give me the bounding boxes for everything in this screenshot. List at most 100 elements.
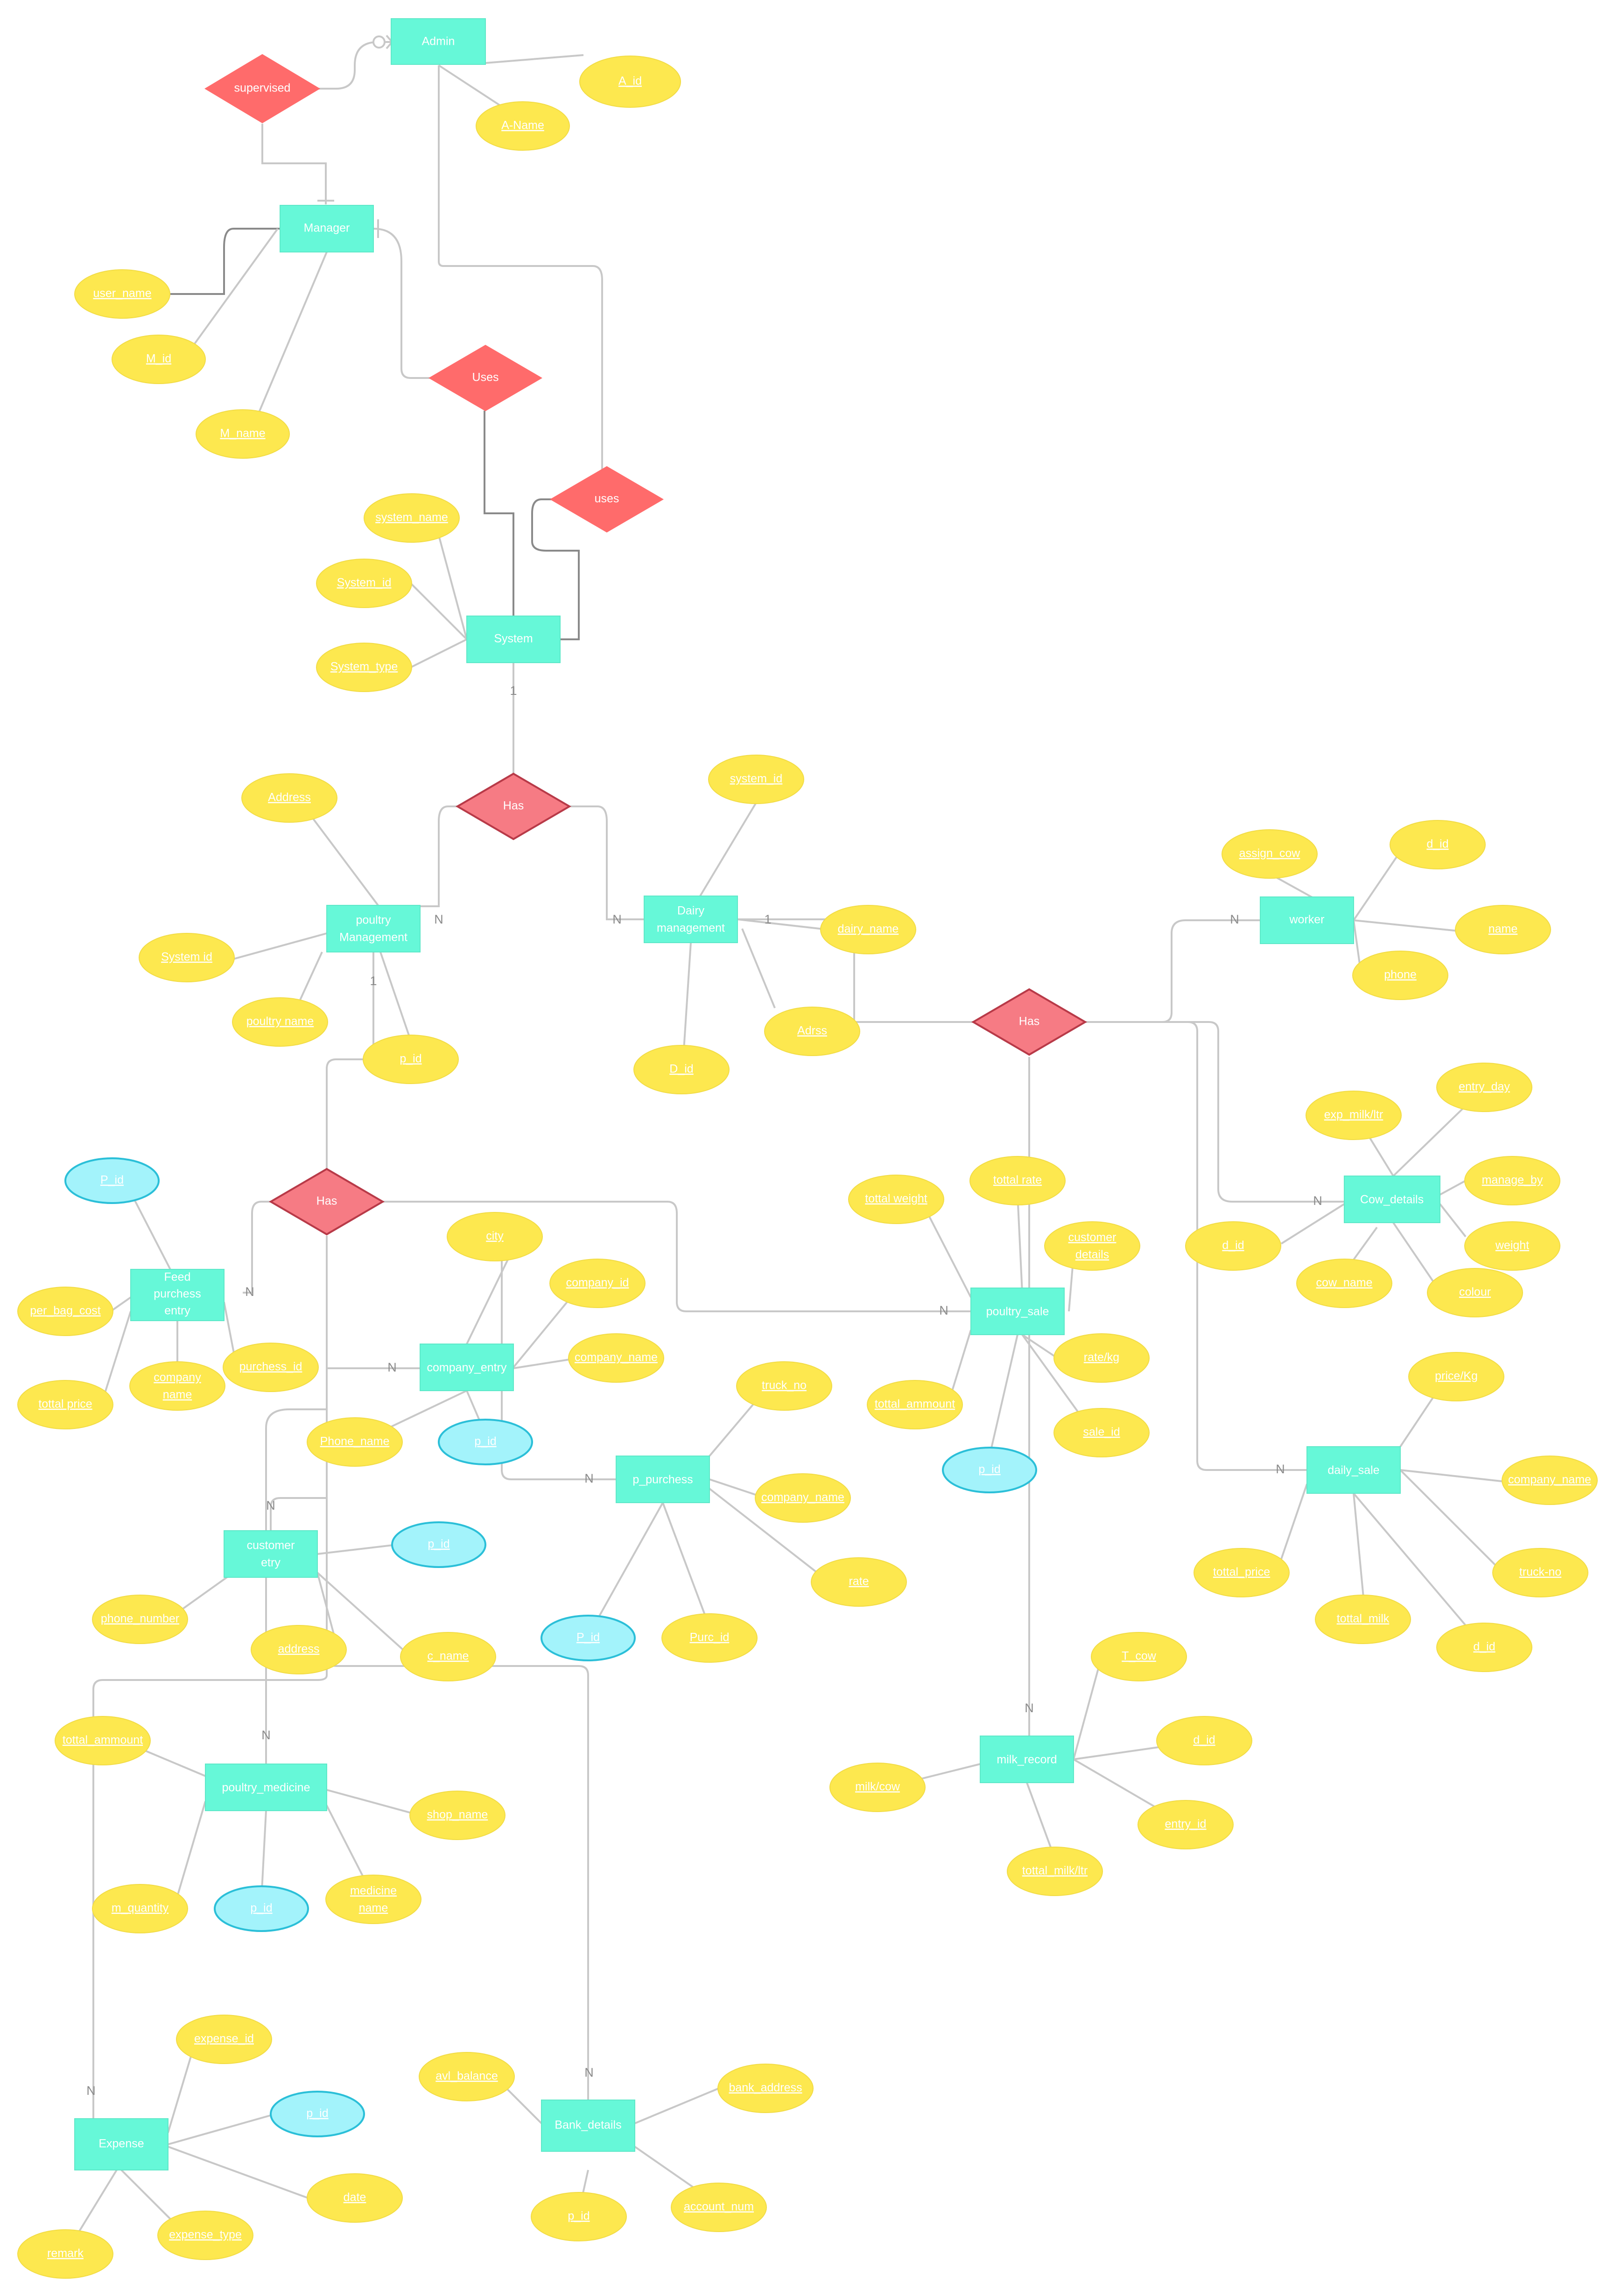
attr-company-name-purchase[interactable]: company_name [755, 1473, 851, 1523]
attr-d-id-daily[interactable]: d_id [1436, 1623, 1532, 1672]
entity-company-entry[interactable]: company_entry [420, 1344, 514, 1391]
attr-date[interactable]: date [307, 2173, 403, 2223]
relationship-has-dairy[interactable]: Has [971, 988, 1087, 1056]
attr-rate-purchase[interactable]: rate [811, 1557, 907, 1607]
attr-tottal-price-daily[interactable]: tottal_price [1194, 1548, 1290, 1597]
attr-p-id-company[interactable]: p_id [438, 1419, 533, 1465]
attr-bank-address[interactable]: bank_address [717, 2064, 814, 2113]
attr-exp-milk[interactable]: exp_milk/ltr [1306, 1091, 1402, 1140]
attr-tottal-weight[interactable]: tottal weight [848, 1175, 944, 1224]
attr-purchase-id[interactable]: purchess_id [223, 1343, 319, 1392]
attr-tottal-milk[interactable]: tottal_milk [1315, 1595, 1411, 1644]
attr-p-id-sale[interactable]: p_id [942, 1447, 1037, 1493]
attr-address-poultry[interactable]: Address [241, 773, 337, 823]
attr-p-id-purchase[interactable]: P_id [541, 1615, 636, 1661]
attr-d-id-cow[interactable]: d_id [1185, 1221, 1281, 1271]
attr-expense-id[interactable]: expense_id [176, 2015, 272, 2064]
attr-m-quantity[interactable]: m_quantity [92, 1884, 188, 1933]
attr-p-id-customer[interactable]: p_id [391, 1521, 486, 1568]
attr-system-type[interactable]: System_type [316, 643, 412, 692]
attr-d-id-worker[interactable]: d_id [1390, 820, 1486, 869]
relationship-has-system[interactable]: Has [456, 772, 571, 840]
attr-colour[interactable]: colour [1427, 1268, 1523, 1317]
attr-name-worker[interactable]: name [1455, 905, 1551, 954]
attr-truck-no-purchase[interactable]: truck_no [736, 1361, 832, 1411]
entity-bank-details[interactable]: Bank_details [541, 2100, 635, 2152]
entity-poultry-management[interactable]: poultry Management [326, 905, 421, 952]
attr-company-name-daily[interactable]: company_name [1502, 1456, 1598, 1505]
entity-worker[interactable]: worker [1260, 896, 1354, 944]
attr-address-customer[interactable]: address [251, 1625, 347, 1674]
entity-poultry-sale[interactable]: poultry_sale [970, 1288, 1065, 1335]
attr-tottal-milk-ltr[interactable]: tottal_milk/ltr [1007, 1847, 1103, 1896]
attr-cow-name[interactable]: cow_name [1296, 1259, 1392, 1308]
attr-tottal-ammount-sale[interactable]: tottal_ammount [867, 1380, 963, 1429]
attr-d-id-dairy[interactable]: D_id [633, 1045, 730, 1094]
attr-assign-cow[interactable]: assign_cow [1222, 829, 1318, 879]
attr-system-id[interactable]: System_id [316, 559, 412, 608]
attr-m-id[interactable]: M_id [112, 335, 206, 384]
attr-p-id-feed[interactable]: P_id [64, 1157, 160, 1204]
attr-company-name-entry[interactable]: company_name [568, 1333, 664, 1383]
attr-p-id-bank[interactable]: p_id [531, 2192, 627, 2241]
relationship-supervised[interactable]: supervised [204, 54, 320, 124]
attr-system-name[interactable]: system_name [364, 493, 460, 543]
attr-entry-day[interactable]: entry_day [1436, 1063, 1532, 1112]
attr-p-id-med[interactable]: p_id [214, 1885, 309, 1932]
attr-system-id-dairy[interactable]: system_id [708, 755, 804, 804]
attr-purc-id[interactable]: Purc_id [661, 1613, 758, 1663]
attr-per-bag-cost[interactable]: per_bag_cost [17, 1287, 113, 1336]
attr-t-cow[interactable]: T_cow [1091, 1632, 1187, 1681]
attr-milk-cow[interactable]: milk/cow [829, 1763, 926, 1812]
attr-tottal-rate[interactable]: tottal rate [969, 1156, 1066, 1205]
entity-system[interactable]: System [466, 616, 561, 663]
entity-daily-sale[interactable]: daily_sale [1306, 1446, 1401, 1494]
entity-feed-purchase-entry[interactable]: Feed purchess entry [130, 1269, 225, 1321]
entity-poultry-medicine[interactable]: poultry_medicine [205, 1764, 327, 1811]
attr-remark[interactable]: remark [17, 2229, 113, 2279]
attr-d-id-milk[interactable]: d_id [1156, 1716, 1252, 1765]
attr-expense-type[interactable]: expense_type [157, 2211, 253, 2260]
attr-phone-name[interactable]: Phone_name [307, 1417, 403, 1467]
attr-truck-no-daily[interactable]: truck-no [1492, 1548, 1588, 1597]
attr-city[interactable]: city [447, 1212, 543, 1261]
attr-rate-kg[interactable]: rate/kg [1053, 1333, 1150, 1383]
attr-manage-by[interactable]: manage_by [1464, 1156, 1560, 1205]
attr-p-id-poultry[interactable]: p_id [363, 1035, 459, 1084]
attr-adrss[interactable]: Adrss [764, 1007, 860, 1056]
entity-dairy-management[interactable]: Dairy management [644, 896, 738, 943]
entity-p-purchase[interactable]: p_purchess [616, 1456, 710, 1503]
attr-phone-worker[interactable]: phone [1352, 951, 1448, 1000]
attr-tottal-ammount-med[interactable]: tottal_ammount [55, 1716, 151, 1765]
attr-company-id[interactable]: company_id [549, 1259, 646, 1308]
entity-milk-record[interactable]: milk_record [980, 1736, 1074, 1783]
attr-weight[interactable]: weight [1464, 1221, 1560, 1271]
attr-tottal-price[interactable]: tottal price [17, 1380, 113, 1429]
attr-price-kg[interactable]: price/Kg [1408, 1352, 1504, 1401]
attr-shop-name[interactable]: shop_name [409, 1791, 506, 1840]
relationship-uses-admin[interactable]: uses [550, 466, 664, 533]
attr-account-num[interactable]: account_num [671, 2183, 767, 2232]
attr-poultry-name[interactable]: poultry name [232, 997, 328, 1047]
attr-c-name[interactable]: c_name [400, 1632, 496, 1681]
attr-dairy-name[interactable]: dairy_name [820, 905, 916, 954]
entity-customer-entry[interactable]: customer etry [224, 1530, 318, 1578]
attr-a-id[interactable]: A_id [579, 56, 681, 108]
attr-phone-number[interactable]: phone_number [92, 1595, 188, 1644]
entity-cow-details[interactable]: Cow_details [1344, 1176, 1440, 1223]
attr-p-id-expense[interactable]: p_id [270, 2091, 365, 2137]
entity-expense[interactable]: Expense [74, 2118, 169, 2170]
attr-system-id-poultry[interactable]: System id [139, 933, 235, 982]
attr-sale-id[interactable]: sale_id [1053, 1408, 1150, 1457]
attr-user-name[interactable]: user_name [74, 269, 170, 319]
relationship-has-poultry[interactable]: Has [269, 1168, 385, 1236]
attr-avl-balance[interactable]: avl_balance [419, 2052, 515, 2101]
relationship-uses-manager[interactable]: Uses [428, 344, 542, 412]
attr-m-name[interactable]: M_name [196, 409, 290, 459]
entity-admin[interactable]: Admin [391, 18, 486, 65]
entity-manager[interactable]: Manager [280, 205, 374, 252]
attr-a-name[interactable]: A-Name [476, 101, 570, 151]
